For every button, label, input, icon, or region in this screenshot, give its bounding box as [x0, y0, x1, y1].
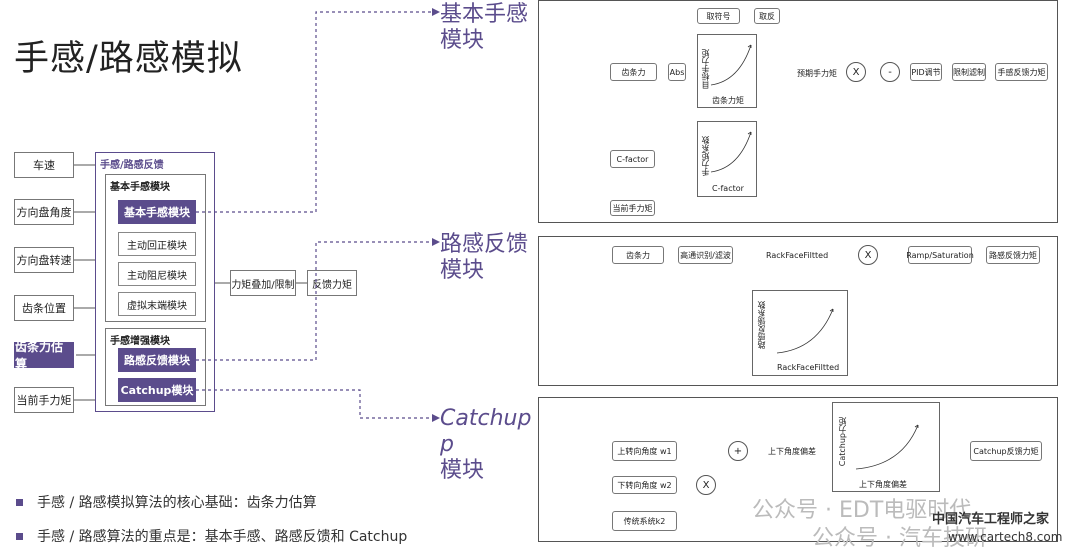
- p3-delta: 上下角度偏差: [768, 447, 816, 456]
- input-steering-speed: 方向盘转速: [14, 247, 74, 273]
- p1-abs: Abs: [668, 63, 686, 81]
- torque-superpose-box: 力矩叠加/限制: [230, 270, 296, 296]
- p3-w1: 上转向角度 w1: [612, 441, 677, 461]
- bullet-1: 手感 / 路感模拟算法的核心基础：齿条力估算: [16, 492, 317, 512]
- module-virtual-end: 虚拟末端模块: [118, 292, 196, 316]
- p1-limit: 限制滤制: [952, 63, 986, 81]
- p3-k2: 传统系统k2: [612, 511, 677, 531]
- enhance-label: 手感增强模块: [110, 336, 170, 347]
- input-vehicle-speed: 车速: [14, 152, 74, 178]
- p1-plot1: 目标手力矩 齿条力矩: [697, 34, 757, 108]
- input-current-torque: 当前手力矩: [14, 387, 74, 413]
- module-active-return: 主动回正模块: [118, 232, 196, 256]
- p2-output: 路感反馈力矩: [986, 246, 1040, 264]
- watermark-site-cn: 中国汽车工程师之家: [932, 512, 1050, 527]
- section-basic-feel: 基本手感模块: [440, 2, 529, 53]
- p1-multiply-node: X: [846, 62, 866, 82]
- p3-multiply-node: X: [696, 475, 716, 495]
- p2-multiply-node: X: [858, 245, 878, 265]
- p1-sign: 取符号: [697, 8, 740, 24]
- enhance-frame: [105, 328, 206, 406]
- feedback-torque-box: 反馈力矩: [307, 270, 357, 296]
- p1-plot2: 手力矩系数 C-factor: [697, 121, 757, 197]
- module-active-damping: 主动阻尼模块: [118, 262, 196, 286]
- p1-minus-node: -: [880, 62, 900, 82]
- p2-rff: RackFaceFiltted: [766, 251, 829, 260]
- p1-rack-force: 齿条力: [610, 63, 657, 81]
- p1-pid: PID调节: [910, 63, 942, 81]
- feedback-frame: [95, 152, 215, 412]
- page-title: 手感/路感模拟: [14, 39, 243, 79]
- panel-basic-feel: [538, 0, 1058, 223]
- p2-ramp: Ramp/Saturation: [906, 246, 974, 264]
- bullet-2: 手感 / 路感算法的重点是：基本手感、路感反馈和 Catchup: [16, 526, 407, 546]
- p1-output: 手感反馈力矩: [995, 63, 1048, 81]
- p2-filter: 高通识别/滤波: [678, 246, 733, 264]
- module-road-feedback: 路感反馈模块: [118, 348, 196, 372]
- basic-feel-frame: [105, 174, 206, 322]
- p1-target-torque: 预期手力矩: [797, 69, 837, 78]
- input-steering-angle: 方向盘角度: [14, 199, 74, 225]
- p1-invert: 取反: [754, 8, 780, 24]
- p2-plot: 路感反馈系数 RackFaceFiltted: [752, 290, 848, 376]
- module-catchup: Catchup模块: [118, 378, 196, 402]
- p1-current-torque: 当前手力矩: [610, 200, 655, 216]
- input-rack-force-estimate: 齿条力估算: [14, 340, 74, 371]
- p3-output: Catchup反馈力矩: [970, 441, 1042, 461]
- watermark-site-url: www.cartech8.com: [948, 530, 1063, 544]
- watermark-1: 公众号 · EDT电驱时代: [752, 498, 972, 523]
- watermark-2: 公众号 · 汽车技研: [812, 526, 987, 551]
- p3-plus-node: +: [728, 441, 748, 461]
- module-basic-feel: 基本手感模块: [118, 200, 196, 224]
- p2-rack-force: 齿条力: [612, 246, 664, 264]
- p1-cfactor: C-factor: [610, 150, 655, 168]
- input-rack-position: 齿条位置: [14, 295, 74, 321]
- basic-feel-label: 基本手感模块: [110, 182, 170, 193]
- feedback-frame-label: 手感/路感反馈: [100, 160, 164, 171]
- p3-w2: 下转向角度 w2: [612, 476, 677, 494]
- p3-plot: Catchup力矩 上下角度偏差: [832, 402, 940, 492]
- section-road-feedback: 路感反馈模块: [440, 232, 529, 283]
